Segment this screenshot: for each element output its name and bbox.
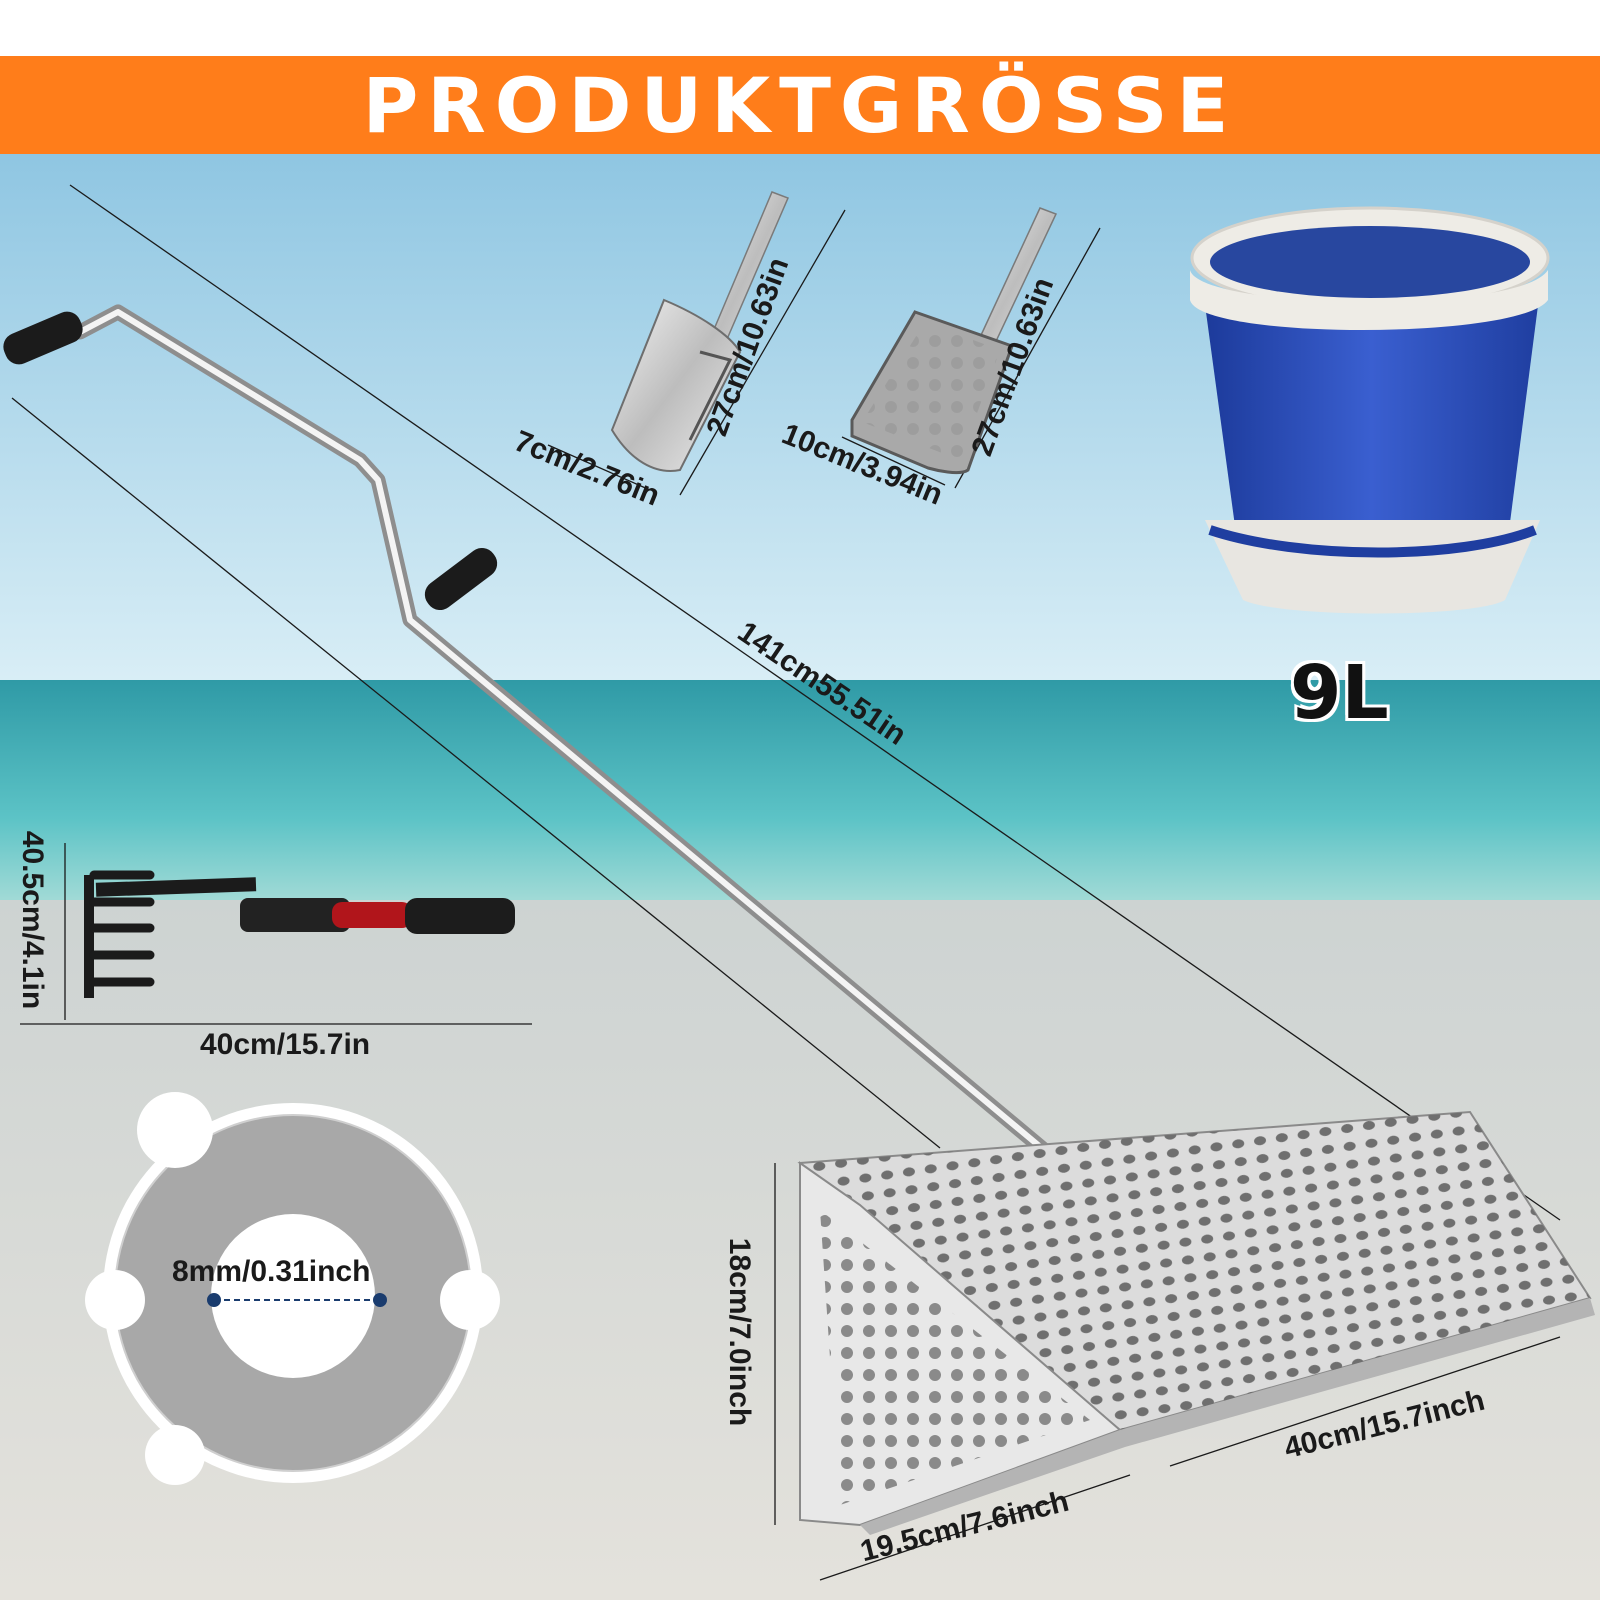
hand-trowel-icon (610, 191, 790, 472)
rake-height-label: 40.5cm/4.1in (16, 830, 50, 1010)
banner-title: PRODUKTGRÖSSE (362, 60, 1238, 150)
product-scene (0, 154, 1600, 1600)
folding-bucket-icon (1190, 206, 1550, 614)
scoop-height-label: 18cm/7.0inch (723, 1237, 757, 1427)
title-banner: PRODUKTGRÖSSE (0, 56, 1600, 154)
mini-sifter-icon (850, 207, 1058, 475)
hole-diameter-label: 8mm/0.31inch (172, 1255, 371, 1288)
bucket-volume-label: 9L (1290, 650, 1389, 736)
sand-scoop-shovel-icon (3, 304, 1595, 1535)
hand-rake-icon (84, 870, 515, 998)
rake-length-label: 40cm/15.7in (200, 1028, 371, 1061)
hole-detail-magnifier-icon (85, 1092, 500, 1485)
